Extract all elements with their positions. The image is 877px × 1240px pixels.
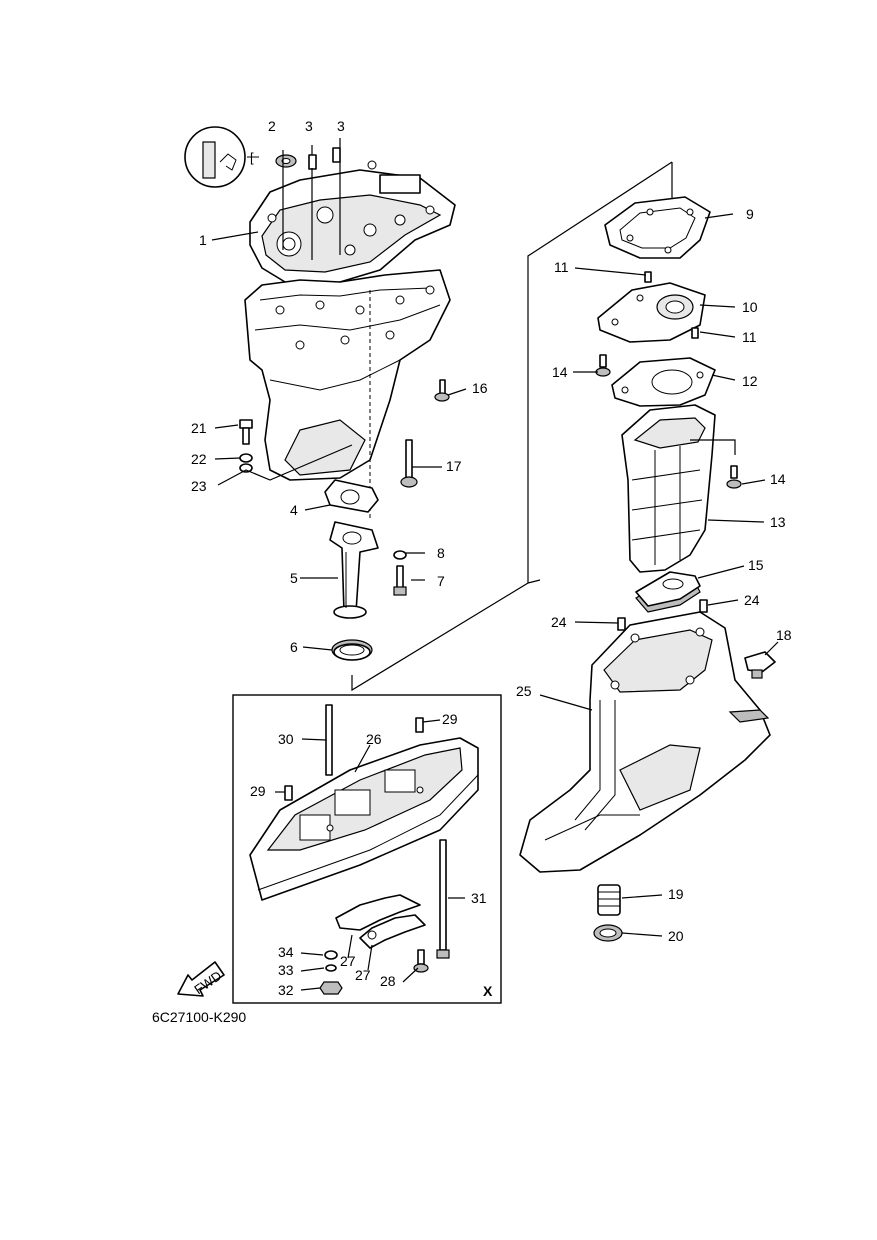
callout-labels: 1 2 3 3 4 5 6 7 8 9 10 11 11 12 13 14 14… [152, 118, 792, 1025]
seal-6 [331, 639, 373, 661]
callout-28: 28 [380, 973, 396, 989]
callout-13: 13 [770, 514, 786, 530]
gasket-9 [604, 196, 711, 259]
lower-case-25 [519, 611, 771, 873]
callout-24a: 24 [744, 592, 760, 608]
callout-11b: 11 [742, 329, 757, 345]
dowels-29 [284, 717, 424, 801]
callout-23: 23 [191, 478, 207, 494]
callout-27b: 27 [355, 967, 371, 983]
exhaust-guide-5 [329, 521, 379, 619]
callout-33: 33 [278, 962, 294, 978]
callout-14a: 14 [552, 364, 568, 380]
washer-2 [275, 154, 297, 168]
apron-26 [249, 737, 479, 901]
callout-12: 12 [742, 373, 758, 389]
washers-34-33 [324, 950, 338, 972]
callout-32: 32 [278, 982, 294, 998]
callout-17: 17 [446, 458, 462, 474]
callout-30: 30 [278, 731, 294, 747]
part-code: 6C27100-K290 [152, 1009, 246, 1025]
leader-lines [211, 138, 779, 991]
washer-8 [393, 550, 407, 560]
seal-20 [593, 924, 623, 942]
dowel-pins-3 [308, 147, 341, 170]
svg-text:[: [ [250, 150, 254, 165]
callout-4: 4 [290, 502, 298, 518]
callout-3b: 3 [337, 118, 345, 134]
callout-10: 10 [742, 299, 758, 315]
inset-box [232, 694, 502, 1004]
gear-19 [597, 884, 621, 916]
callout-7: 7 [437, 573, 445, 589]
callout-29a: 29 [442, 711, 458, 727]
callout-5: 5 [290, 570, 298, 586]
callout-2: 2 [268, 118, 276, 134]
callout-24b: 24 [551, 614, 567, 630]
bolt-7 [393, 565, 407, 596]
washer-23 [239, 463, 253, 473]
brackets-27 [335, 894, 426, 949]
callout-6: 6 [290, 639, 298, 655]
detail-circle: [ [184, 126, 259, 188]
gasket-4 [324, 479, 379, 513]
callout-20: 20 [668, 928, 684, 944]
callout-25: 25 [516, 683, 532, 699]
bolt-14-lower [726, 465, 742, 489]
bolt-14-upper [595, 354, 611, 377]
nut-32 [319, 981, 343, 995]
stud-30 [325, 704, 333, 776]
stud-31 [436, 839, 450, 959]
dowels-24 [617, 599, 708, 631]
callout-18: 18 [776, 627, 792, 643]
cap-18 [744, 651, 776, 679]
callout-9: 9 [746, 206, 754, 222]
callout-1: 1 [199, 232, 207, 248]
callout-34: 34 [278, 944, 294, 960]
inset-label: X [483, 983, 493, 999]
callout-27a: 27 [340, 953, 356, 969]
bolt-21 [239, 419, 253, 445]
callout-22: 22 [191, 451, 207, 467]
callout-14b: 14 [770, 471, 786, 487]
callout-8: 8 [437, 545, 445, 561]
callout-29b: 29 [250, 783, 266, 799]
bolt-16 [434, 379, 450, 402]
washer-22 [239, 453, 253, 463]
upper-casing-body [244, 269, 451, 520]
callout-16: 16 [472, 380, 488, 396]
callout-21: 21 [191, 420, 207, 436]
plate-10 [597, 271, 706, 343]
callout-19: 19 [668, 886, 684, 902]
plate-15 [635, 571, 701, 613]
gasket-12 [611, 357, 716, 407]
fwd-arrow: FWD [177, 961, 225, 997]
callout-15: 15 [748, 557, 764, 573]
upper-casing-plate [249, 160, 456, 286]
callout-31: 31 [471, 890, 487, 906]
bolt-17 [400, 439, 418, 488]
callout-3a: 3 [305, 118, 313, 134]
callout-26: 26 [366, 731, 382, 747]
bolt-28 [413, 949, 429, 973]
muffler-13 [621, 404, 736, 573]
callout-11a: 11 [554, 259, 569, 275]
